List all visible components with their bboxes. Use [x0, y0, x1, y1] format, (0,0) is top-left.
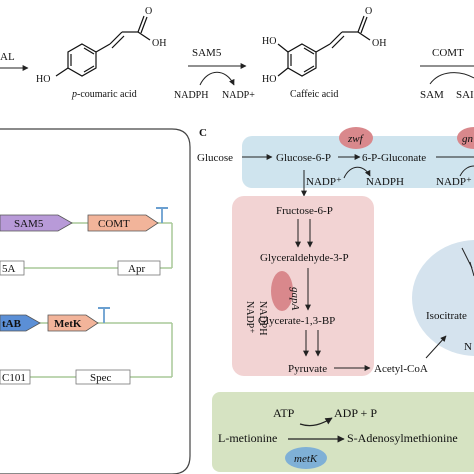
enzyme-sam5-label: SAM5 [192, 47, 222, 59]
arrow-acoa-tca [425, 335, 447, 359]
gene-comt-arrow [87, 214, 159, 232]
p-coumaric-keto-label: O [145, 6, 152, 17]
cofactor-arrow-ppp-2 [459, 165, 474, 177]
cofactor-nadph-label: NADPH [174, 90, 208, 101]
enzyme-gnd-ellipse [457, 127, 474, 149]
p-coumaric-oh-label: OH [152, 38, 166, 49]
panel-c-label: C [199, 127, 207, 139]
caffeic-oh-label: OH [372, 38, 386, 49]
enzyme-zwf-label: zwf [347, 133, 365, 145]
caffeic-ho-label-bottom: HO [262, 74, 276, 85]
glycolysis-box [232, 196, 374, 376]
plasmid-1: SAM5 COMT 5A Apr [0, 207, 173, 276]
ppp-nadph-label: NADPH [366, 176, 404, 188]
glyc-nadph-label: NADPH [257, 301, 268, 335]
cofactor-arrow-sam [299, 417, 333, 427]
ori-1-label: 5A [2, 263, 16, 275]
cofactor-sah-label: SAI [456, 89, 474, 101]
cofactor-arrow-ppp [343, 166, 371, 179]
sam-product-label: S-Adenosylmethionine [347, 431, 458, 445]
ppp-nadp-label: NADP⁺ [306, 176, 342, 188]
atp-label: ATP [273, 406, 295, 420]
caffeic-acid-name: Caffeic acid [290, 89, 338, 100]
marker-1-label: Apr [128, 263, 145, 275]
ppp-nadp-label-2: NADP⁺ [436, 176, 472, 188]
gene-comt-label: COMT [98, 218, 130, 230]
g3p-label: Glyceraldehyde-3-P [260, 252, 349, 264]
g6p-label: Glucose-6-P [276, 152, 331, 164]
cofactor-nadp-label: NADP+ [222, 90, 255, 101]
isocitrate-label: Isocitrate [426, 310, 467, 322]
panel-b-frame [0, 128, 191, 474]
caffeic-keto-label: O [365, 6, 372, 17]
pyruvate-label: Pyruvate [288, 363, 327, 375]
panel-b: SAM5 COMT 5A Apr tAB MetK C101 Spec [0, 128, 191, 474]
adp-label: ADP + P [334, 406, 377, 420]
cofactor-arrow-comt [429, 72, 474, 85]
enzyme-gnd-label: gn [462, 133, 474, 145]
p-coumaric-acid-name: p-coumaric acid [71, 89, 137, 100]
p-coumaric-ho-label: HO [36, 74, 50, 85]
marker-2-box [75, 369, 131, 385]
tca-ellipse [412, 240, 474, 356]
structure-p-coumaric-acid [55, 15, 151, 77]
tca-partial-label: N [464, 341, 472, 353]
marker-2-label: Spec [90, 372, 112, 384]
enzyme-comt-label: COMT [432, 47, 464, 59]
panel-c: C Glucose Glucose-6-P 6-P-Gluconate zwf … [197, 127, 474, 472]
structure-caffeic-acid [277, 15, 371, 77]
cofactor-sam-label: SAM [420, 89, 444, 101]
caffeic-ho-label-top: HO [262, 36, 276, 47]
enzyme-zwf-ellipse [339, 127, 373, 149]
gene-sam5-label: SAM5 [14, 218, 44, 230]
gene-metk-label: MetK [54, 318, 82, 330]
marker-1-box [117, 260, 161, 276]
glyc-nadp-label: NADP⁺ [244, 301, 255, 334]
cofactor-arrow-sam5 [199, 71, 235, 86]
enzyme-gapa-label: gapA [289, 287, 301, 311]
f6p-label: Fructose-6-P [276, 205, 333, 217]
gene-metk-arrow [47, 314, 99, 332]
ori-1-box [0, 260, 25, 276]
plasmid-2: tAB MetK C101 Spec [0, 307, 173, 385]
enzyme-pal-fragment: AL [0, 51, 15, 63]
gluconate-label: 6-P-Gluconate [362, 152, 426, 164]
panel-a: AL HO O OH p-coumaric acid SAM5 NADPH NA… [0, 6, 474, 101]
enzyme-metk-ellipse [285, 447, 327, 469]
gene-sam5-arrow [0, 214, 73, 232]
sam-box [212, 392, 474, 472]
bpg-label: Glycerate-1,3-BP [258, 315, 335, 327]
methionine-label: L-metionine [218, 431, 277, 445]
tca-arrow-fragment-2 [469, 261, 474, 277]
enzyme-gapa-ellipse [271, 271, 293, 311]
gene-mtab-label: tAB [2, 318, 22, 330]
acetylcoa-label: Acetyl-CoA [374, 363, 428, 375]
ppp-box [242, 136, 474, 188]
ori-2-label: C101 [2, 372, 26, 384]
glucose-label: Glucose [197, 152, 233, 164]
enzyme-metk-label: metK [294, 453, 318, 465]
gene-mtab-arrow [0, 314, 41, 332]
ori-2-box [0, 369, 31, 385]
